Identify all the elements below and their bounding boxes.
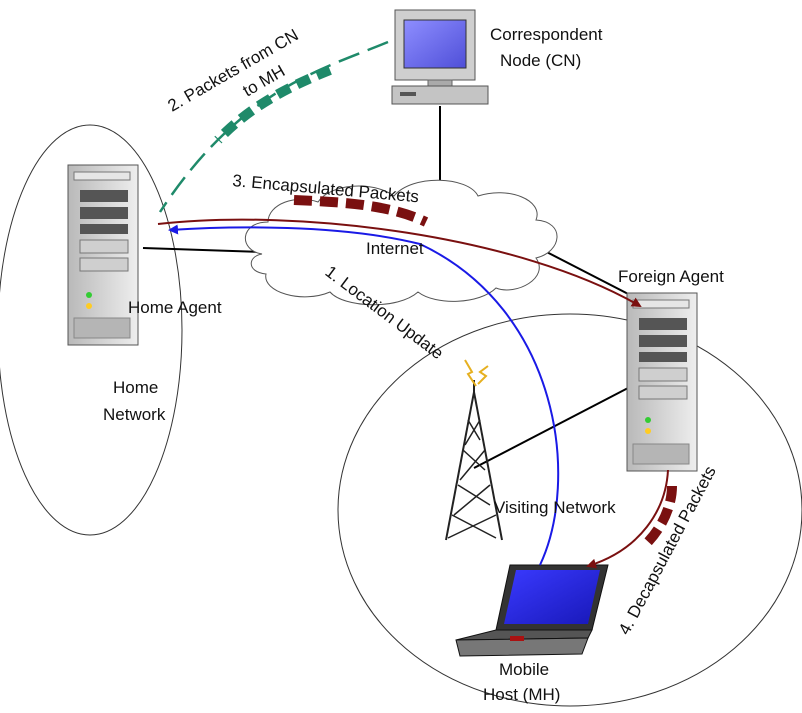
foreign-agent-server-icon (626, 292, 698, 472)
link-ha-internet (142, 247, 263, 253)
decapsulated-dashes (642, 485, 677, 548)
encapsulated-path (157, 218, 642, 308)
mobile-host-label-line2: Host (MH) (483, 685, 560, 704)
foreign-agent-label: Foreign Agent (618, 267, 724, 286)
home-network-label-line2: Network (103, 405, 166, 424)
home-network-label-line1: Home (113, 378, 158, 397)
decapsulated-path (586, 469, 669, 569)
visiting-network-boundary (337, 313, 802, 707)
home-agent-label: Home Agent (128, 298, 222, 317)
correspondent-label-line2: Node (CN) (500, 51, 581, 70)
link-fa-tower (473, 387, 629, 469)
internet-label: Internet (366, 239, 424, 258)
mobile-host-laptop-icon (455, 564, 609, 657)
correspondent-label-line1: Correspondent (490, 25, 603, 44)
packets-cn-path (158, 40, 389, 213)
correspondent-node-computer-icon (391, 9, 489, 105)
mobile-host-label-line1: Mobile (499, 660, 549, 679)
packets-cn-dashes (214, 65, 332, 144)
visiting-network-label: Visiting Network (494, 498, 616, 517)
home-agent-server-icon (67, 164, 139, 346)
radio-tower-icon (445, 359, 503, 541)
link-internet-fa (534, 245, 641, 301)
home-network-boundary (0, 124, 183, 536)
encapsulated-dashes (293, 195, 429, 227)
internet-cloud (244, 179, 558, 306)
location-update-path (168, 224, 560, 566)
